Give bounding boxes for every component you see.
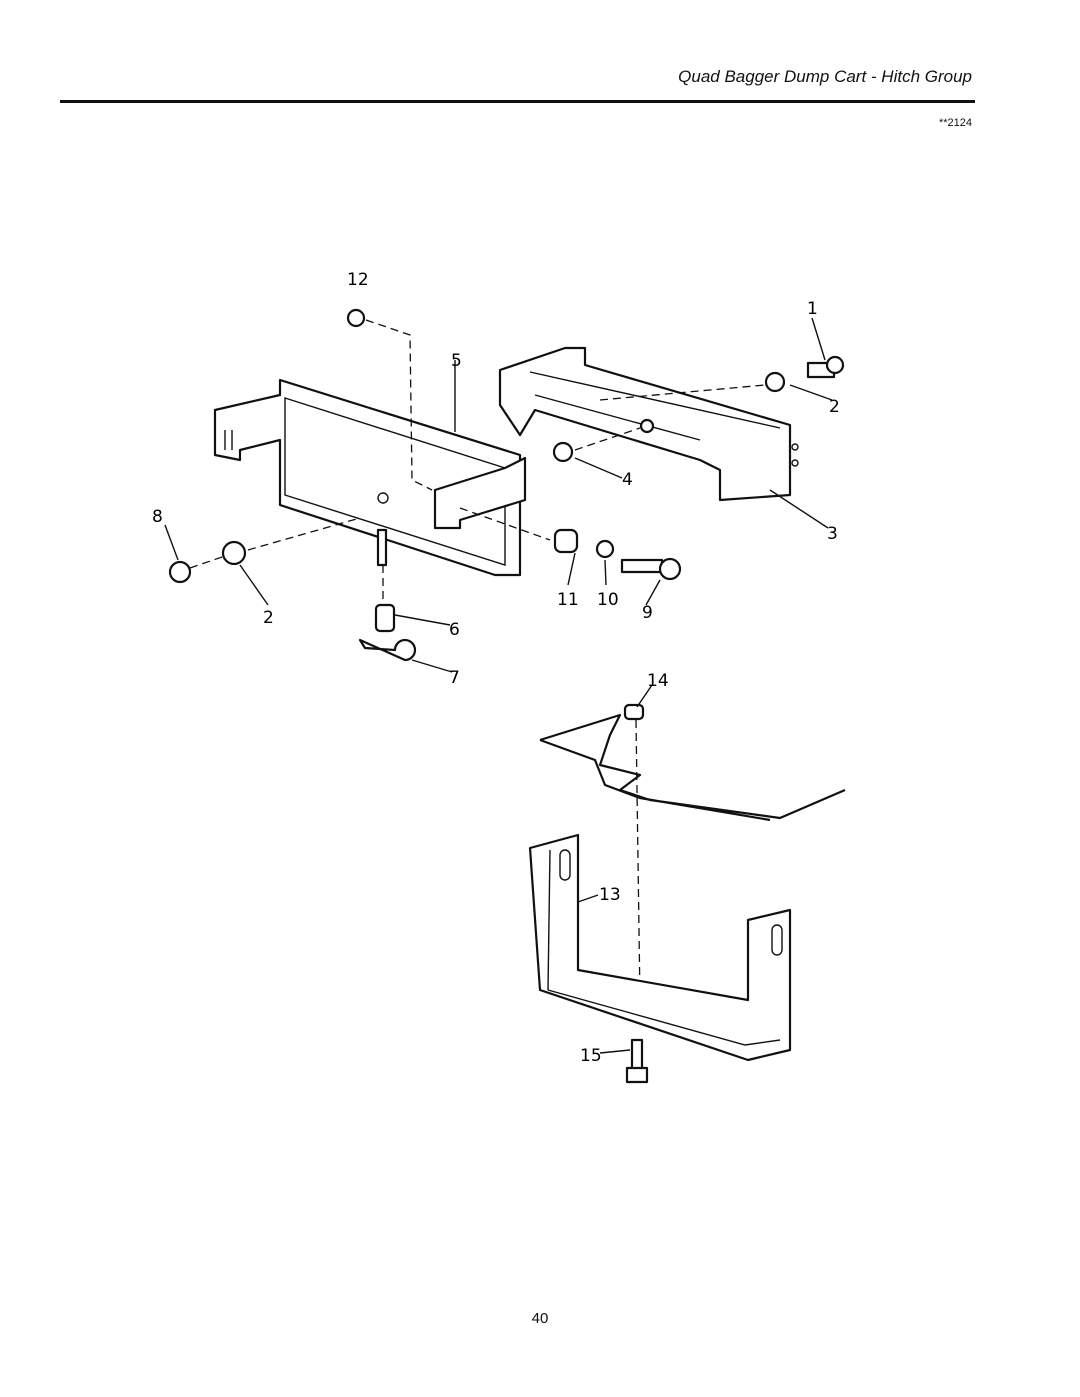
page-number: 40 (531, 1310, 549, 1327)
callout-2: 2 (829, 397, 840, 417)
callout-4: 4 (622, 470, 633, 490)
header-rule (60, 100, 975, 103)
callout-11: 11 (557, 590, 579, 610)
callout-7: 7 (449, 668, 460, 688)
callout-14: 14 (647, 671, 669, 691)
leader-lines (164, 317, 833, 1054)
page-title: Quad Bagger Dump Cart - Hitch Group (678, 67, 972, 86)
hardware (168, 308, 845, 662)
diagram-code: **2124 (938, 117, 972, 129)
callout-9: 9 (642, 603, 653, 623)
callout-8: 8 (152, 507, 163, 527)
callout-5: 5 (451, 351, 462, 371)
callout-15: 15 (580, 1046, 602, 1066)
callout-2b: 2 (263, 608, 274, 628)
callout-6: 6 (449, 620, 460, 640)
callout-1: 1 (807, 299, 818, 319)
callout-labels: 12 1 5 2 4 8 3 11 10 9 2 6 7 14 13 15 (152, 270, 840, 1066)
callout-13: 13 (599, 885, 621, 905)
lower-assembly (528, 703, 846, 1084)
callout-12: 12 (347, 270, 369, 290)
callout-10: 10 (597, 590, 619, 610)
callout-3: 3 (827, 524, 838, 544)
hitch-bracket-left (213, 378, 527, 577)
